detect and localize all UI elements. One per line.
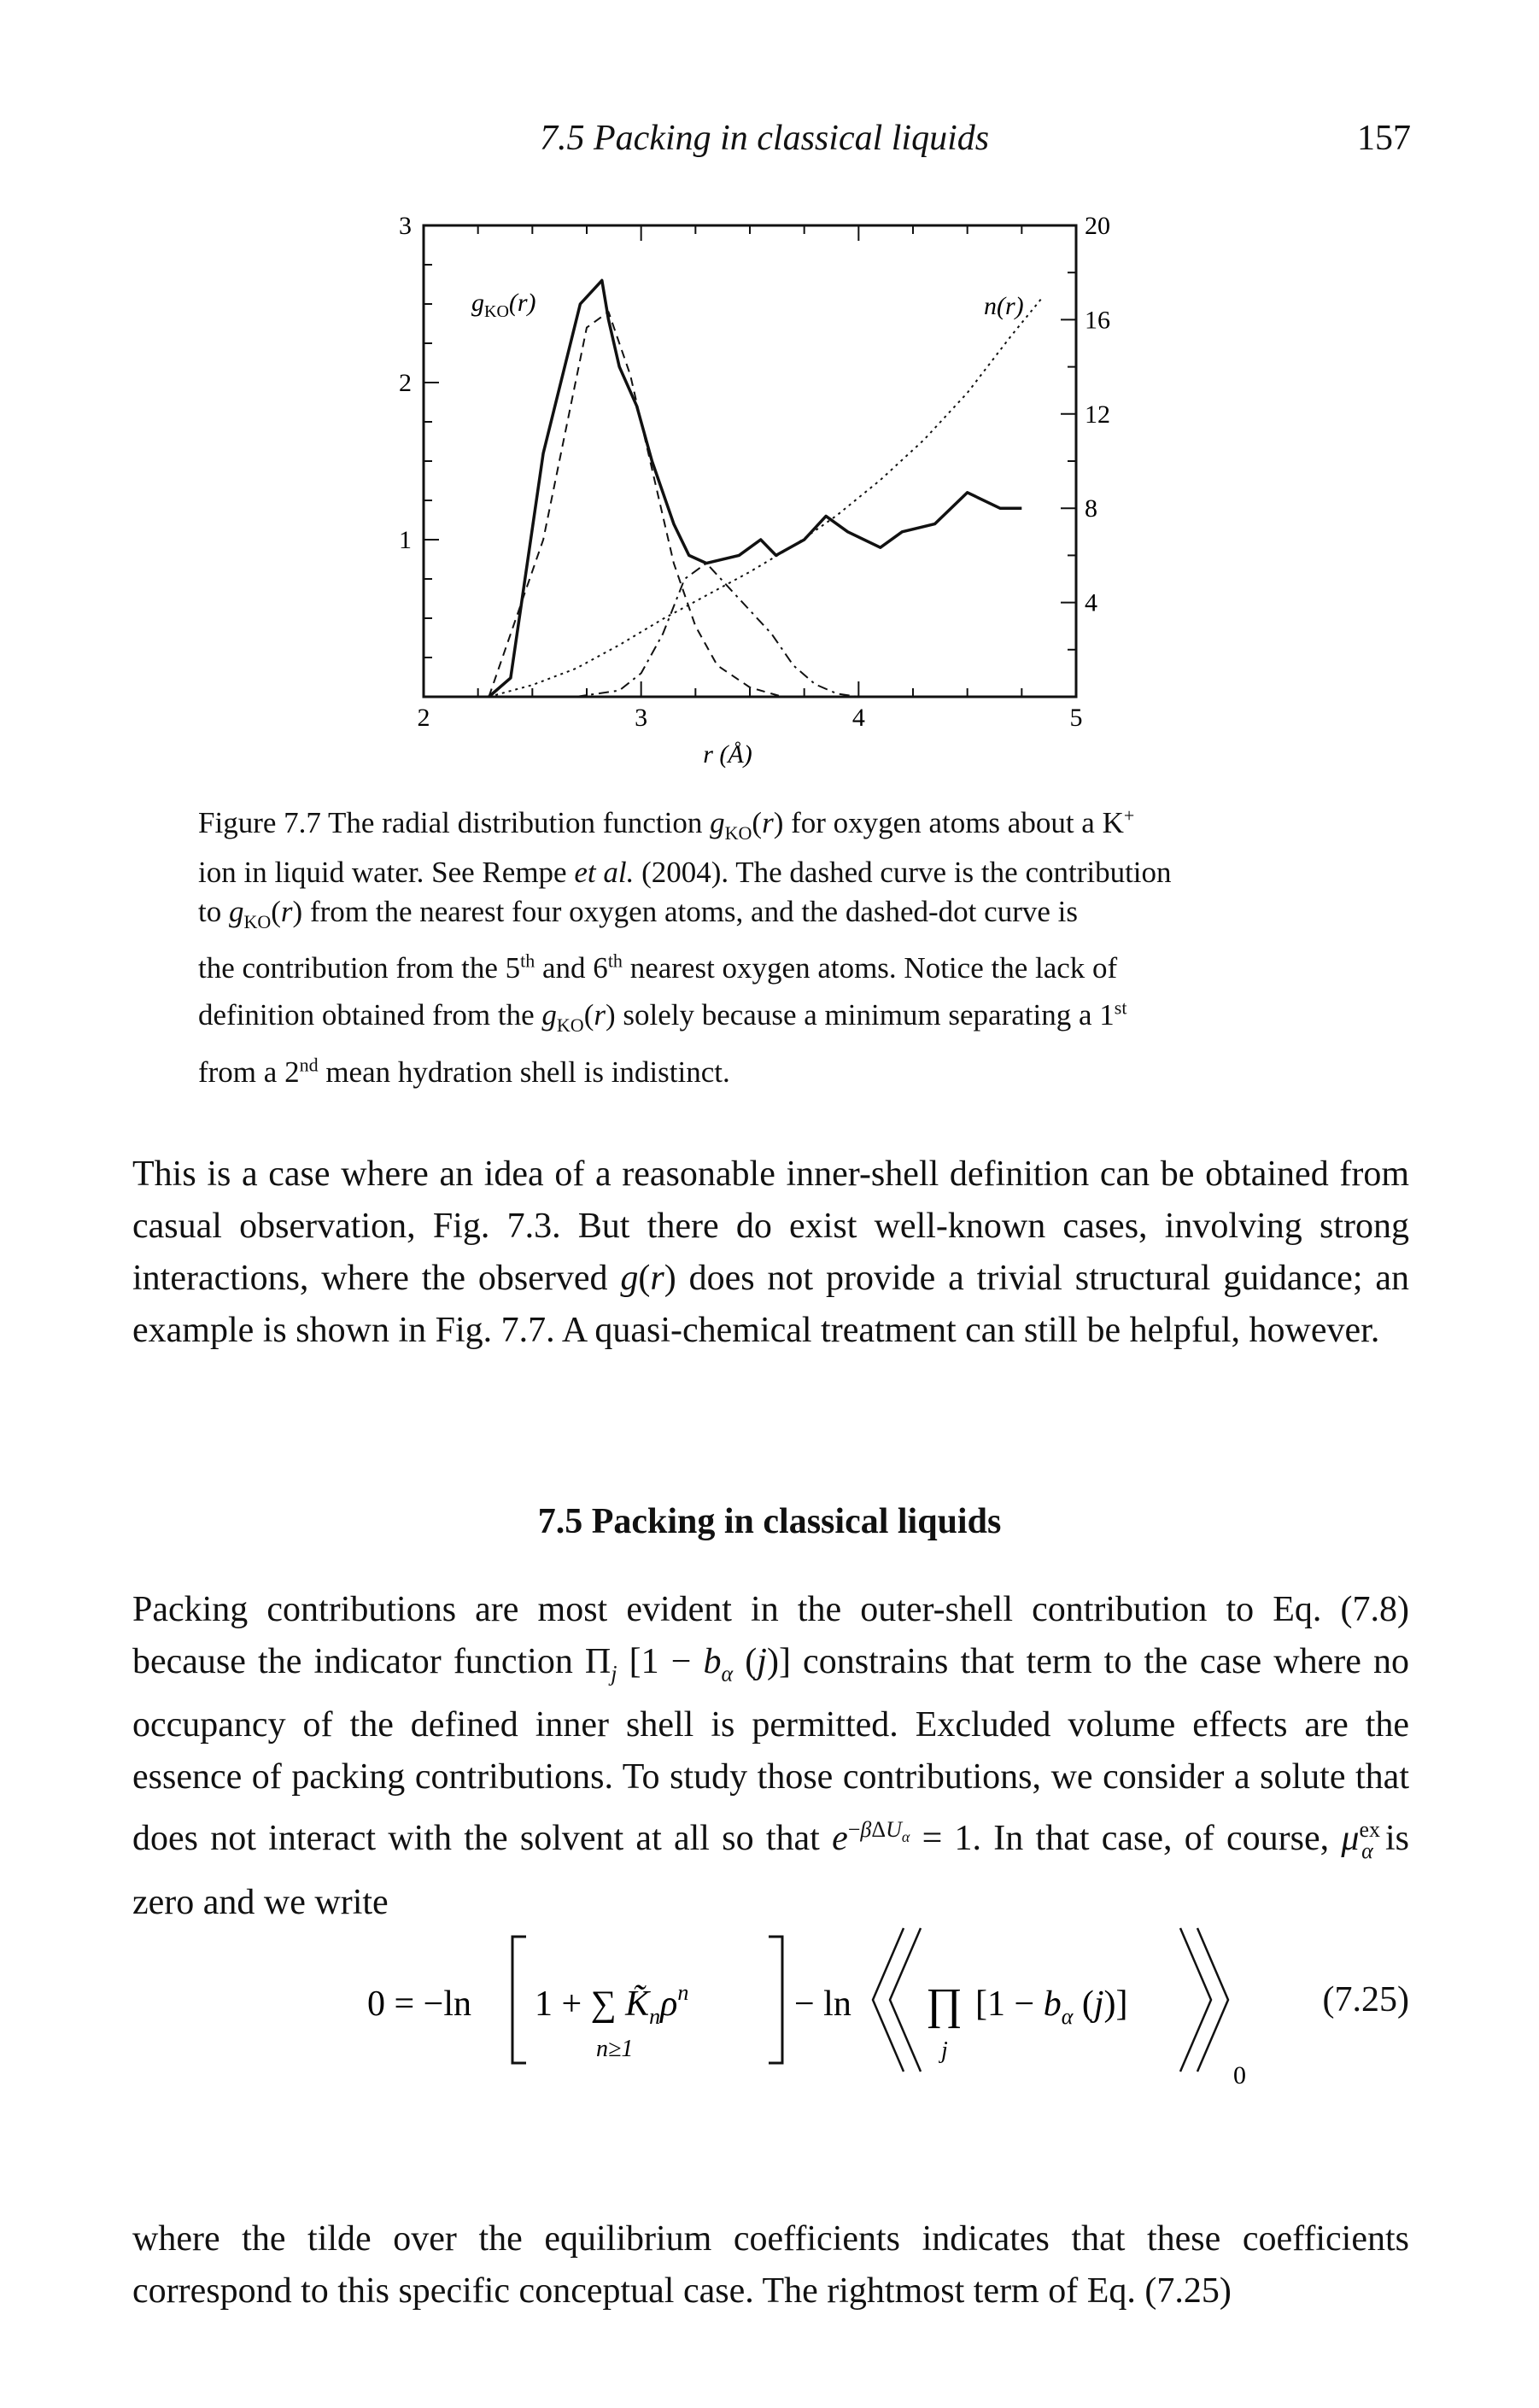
running-head-title: 7.5 Packing in classical liquids [540,119,990,158]
chart-series [488,278,1045,698]
right-y-tick-label: 20 [1085,212,1110,240]
eq-product-index: j [939,2037,948,2064]
eq-sum-index: n≥1 [596,2036,633,2062]
equation-body: 0 = −ln 1 + ∑ K̃nρn n≥1 − ln ∏ j [1 − bα… [367,1911,1307,2125]
gko-label-arg: (r) [509,289,536,317]
gko-label-g: g [471,289,484,317]
page-number: 157 [1357,119,1411,158]
running-head: 7.5 Packing in classical liquids 157 [0,118,1539,169]
caption-line-1: Figure 7.7 The radial distribution funct… [198,804,1135,844]
gko-label: gKO(r) [471,289,536,321]
caption-line-3: to gKO(r) from the nearest four oxygen a… [198,894,1078,932]
x-tick-label: 5 [1070,704,1083,732]
right-y-tick-label: 12 [1085,400,1110,429]
equation-7-25: 0 = −ln 1 + ∑ K̃nρn n≥1 − ln ∏ j [1 − bα… [367,1911,1409,2125]
caption-line-2: ion in liquid water. See Rempe et al. (2… [198,855,1172,889]
eq-angle-left-inner [888,1927,922,2072]
section-heading: 7.5 Packing in classical liquids [537,1502,1002,1541]
eq-product: ∏ [926,1980,963,2029]
series-line-4 [489,295,1045,698]
eq-second-ln: − ln [794,1984,851,2024]
eq-angle-left-outer [871,1927,905,2072]
left-y-tick-label: 3 [399,212,412,240]
x-tick-label: 4 [852,704,865,732]
eq-subscript-zero: 0 [1233,2061,1246,2089]
eq-lhs: 0 = −ln [367,1984,471,2024]
equation-number: (7.25) [1322,1980,1409,2019]
right-y-tick-label: 16 [1085,306,1110,334]
left-y-tick-label: 2 [399,369,412,397]
eq-angle-right-inner [1179,1927,1213,2072]
eq-sum-term: 1 + ∑ K̃nρn [535,1980,688,2029]
caption-line-6: from a 2nd mean hydration shell is indis… [198,1053,730,1089]
axis-ticks [423,225,1077,698]
x-axis-label: r (Å) [703,740,752,769]
x-tick-label: 2 [418,704,430,732]
caption-line-4: the contribution from the 5th and 6th ne… [198,950,1118,985]
figure-caption: Figure 7.7 The radial distribution funct… [198,796,1343,1092]
series-line-1 [488,278,1022,698]
right-y-tick-label: 4 [1085,589,1097,617]
body-paragraph-3: where the tilde over the equilibrium coe… [132,2219,1409,2311]
gko-label-sub: KO [484,302,509,321]
series-line-2 [488,311,837,698]
x-tick-label: 3 [635,704,647,732]
eq-bracket-left [511,1935,526,2065]
body-paragraph-2: Packing contributions are most evident i… [132,1590,1409,1922]
eq-bracket-right [769,1935,784,2065]
eq-product-term: [1 − bα (j)] [975,1984,1128,2029]
eq-angle-right-outer [1196,1927,1230,2072]
left-y-tick-label: 1 [399,526,412,554]
series-line-3 [576,562,859,698]
body-paragraph-1: This is a case where an idea of a reason… [132,1154,1409,1350]
caption-line-5: definition obtained from the gKO(r) sole… [198,997,1127,1036]
right-y-tick-label: 8 [1085,494,1097,523]
nr-label: n(r) [984,292,1024,320]
